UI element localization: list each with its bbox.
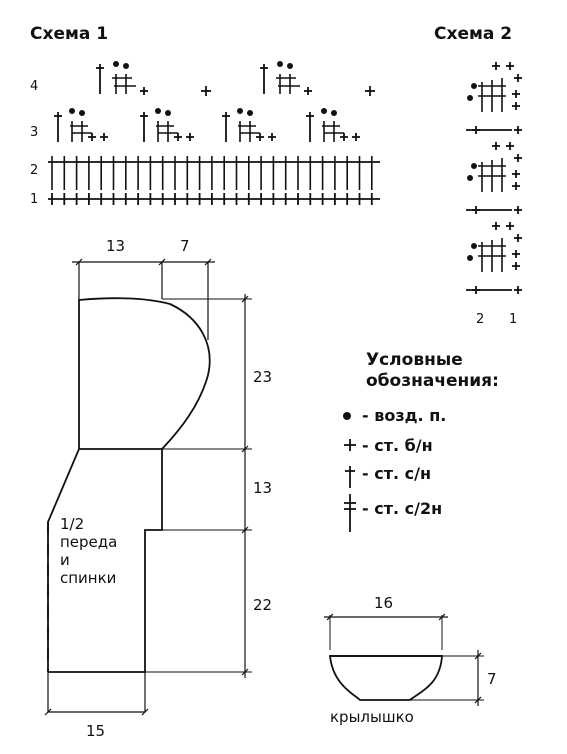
dim-bottom: 15 xyxy=(86,722,106,740)
legend-item-dc: - ст. с/2н xyxy=(362,499,443,518)
row-label-1: 1 xyxy=(30,192,39,207)
chain-dot-symbol xyxy=(471,163,477,169)
row-label-4: 4 xyxy=(30,79,39,94)
row-label-2: 2 xyxy=(30,163,39,178)
dim-side-middle: 13 xyxy=(253,479,273,497)
row-label-3: 3 xyxy=(30,125,39,140)
dimension-tick xyxy=(75,258,83,266)
dimension-tick xyxy=(141,708,149,716)
dimension-tick xyxy=(241,668,249,676)
chain-dot-symbol xyxy=(467,255,473,261)
legend-item-hdc: - ст. с/н xyxy=(362,464,431,483)
dimension-tick xyxy=(241,445,249,453)
chain-dot-symbol xyxy=(247,110,253,116)
chain-dot-symbol xyxy=(113,61,119,67)
chain-dot-symbol xyxy=(123,63,129,69)
dimension-tick xyxy=(438,613,446,621)
chain-dot-symbol xyxy=(165,110,171,116)
chain-dot-symbol xyxy=(467,175,473,181)
piece-label-line4: спинки xyxy=(60,569,117,587)
chain-dot-symbol xyxy=(237,108,243,114)
chain-dot-symbol xyxy=(331,110,337,116)
dimension-tick xyxy=(474,696,482,704)
dim-side-lower: 22 xyxy=(253,596,273,614)
dimension-tick xyxy=(158,258,166,266)
dimension-tick xyxy=(474,652,482,660)
scheme2-label-1: 1 xyxy=(509,312,518,327)
dimension-tick xyxy=(241,526,249,534)
pattern-outline xyxy=(47,299,163,673)
chain-dot-symbol xyxy=(155,108,161,114)
chain-dot-symbol xyxy=(471,83,477,89)
armhole-curve xyxy=(78,297,211,450)
sleeve-label: крылышко xyxy=(330,708,414,726)
dim-side-upper: 23 xyxy=(253,368,273,386)
chain-dot-symbol xyxy=(321,108,327,114)
dim-top-left: 13 xyxy=(106,237,126,255)
legend-item-chain: - возд. п. xyxy=(362,406,447,425)
piece-label: 1/2 переда и спинки xyxy=(60,515,117,587)
scheme1-title: Схема 1 xyxy=(30,24,109,44)
scheme2-title: Схема 2 xyxy=(434,24,513,44)
dimension-tick xyxy=(204,258,212,266)
piece-label-line3: и xyxy=(60,551,70,569)
legend-title: Условные обозначения: xyxy=(366,350,499,392)
sleeve-width: 16 xyxy=(374,594,394,612)
chain-dot-symbol xyxy=(69,108,75,114)
legend-item-sc: - ст. б/н xyxy=(362,436,433,455)
dimension-tick xyxy=(241,295,249,303)
chain-dot-symbol xyxy=(343,412,351,420)
chain-dot-symbol xyxy=(467,95,473,101)
chain-dot-symbol xyxy=(79,110,85,116)
chain-dot-symbol xyxy=(471,243,477,249)
chain-dot-symbol xyxy=(287,63,293,69)
scheme2-label-2: 2 xyxy=(476,312,485,327)
dimension-tick xyxy=(326,613,334,621)
sleeve-outline xyxy=(329,655,443,701)
sleeve-height: 7 xyxy=(487,670,497,688)
piece-label-line1: 1/2 xyxy=(60,515,85,533)
piece-label-line2: переда xyxy=(60,533,118,551)
chain-dot-symbol xyxy=(277,61,283,67)
dim-top-right: 7 xyxy=(180,237,190,255)
legend-title-line1: Условные xyxy=(366,350,463,370)
legend-title-line2: обозначения: xyxy=(366,371,499,391)
dimension-tick xyxy=(44,708,52,716)
